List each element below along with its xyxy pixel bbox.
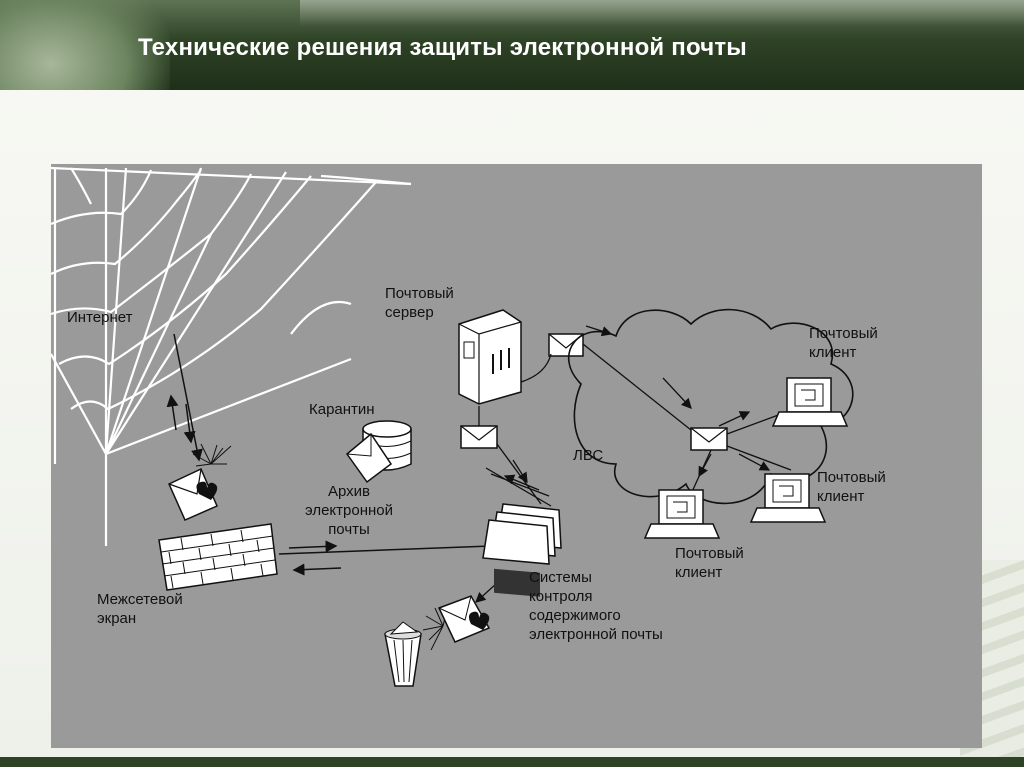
archive-label-line: электронной bbox=[305, 502, 393, 519]
firewall-label-line: Межсетевой bbox=[97, 591, 183, 608]
client-computer-icon bbox=[643, 489, 721, 539]
client-computer-icon bbox=[771, 377, 849, 427]
content-control-label-line: Системы bbox=[529, 569, 592, 586]
diagram-panel: Интернет Межсетевой экран Почтовый серве… bbox=[51, 164, 982, 748]
internet-label: Интернет bbox=[67, 309, 133, 326]
infected-envelope-icon bbox=[168, 443, 232, 521]
firewall-link bbox=[278, 540, 492, 576]
lan-label: ЛВС bbox=[573, 447, 604, 464]
mail-server-label-line: Почтовый bbox=[385, 285, 454, 302]
envelope-icon bbox=[460, 425, 498, 449]
content-control-label-line: контроля bbox=[529, 588, 593, 605]
client-label-1: Почтовый клиент bbox=[809, 324, 878, 362]
client-label-line: клиент bbox=[817, 488, 865, 505]
archive-label: Архив электронной почты bbox=[305, 482, 393, 539]
client-label-line: Почтовый bbox=[675, 545, 744, 562]
archive-label-line: почты bbox=[328, 521, 370, 538]
content-control-label-line: содержимого bbox=[529, 607, 621, 624]
content-control-label-line: электронной почты bbox=[529, 626, 663, 643]
content-control-icon bbox=[482, 503, 562, 597]
content-control-label: Системы контроля содержимого электронной… bbox=[529, 568, 663, 644]
network-links bbox=[475, 325, 792, 603]
mail-server-label: Почтовый сервер bbox=[385, 284, 454, 322]
client-label-2: Почтовый клиент bbox=[817, 468, 886, 506]
trash-bin-icon bbox=[384, 621, 422, 687]
client-label-line: клиент bbox=[675, 564, 723, 581]
client-label-line: Почтовый bbox=[817, 469, 886, 486]
header-bar bbox=[0, 0, 1024, 90]
header-shine bbox=[300, 0, 1024, 26]
mail-server-icon bbox=[458, 309, 522, 405]
firewall-label-line: экран bbox=[97, 610, 137, 627]
firewall-wall-icon bbox=[158, 523, 278, 591]
client-label-line: Почтовый bbox=[809, 325, 878, 342]
rejected-envelope-icon bbox=[422, 595, 491, 651]
client-label-3: Почтовый клиент bbox=[675, 544, 744, 582]
spider-web bbox=[51, 166, 412, 546]
client-label-line: клиент bbox=[809, 344, 857, 361]
archive-label-line: Архив bbox=[327, 483, 371, 500]
client-computer-icon bbox=[749, 473, 827, 523]
lan-cloud bbox=[568, 308, 854, 505]
quarantine-archive-icon bbox=[345, 420, 412, 484]
diagram-svg bbox=[51, 166, 854, 687]
envelope-icon bbox=[548, 333, 584, 357]
internet-arrows bbox=[166, 333, 203, 462]
mail-server-label-line: сервер bbox=[385, 304, 434, 321]
slide-title: Технические решения защиты электронной п… bbox=[138, 34, 747, 61]
envelope-icon bbox=[690, 427, 728, 451]
quarantine-label: Карантин bbox=[309, 401, 375, 418]
bottom-line bbox=[0, 757, 1024, 767]
firewall-label: Межсетевой экран bbox=[97, 590, 183, 628]
